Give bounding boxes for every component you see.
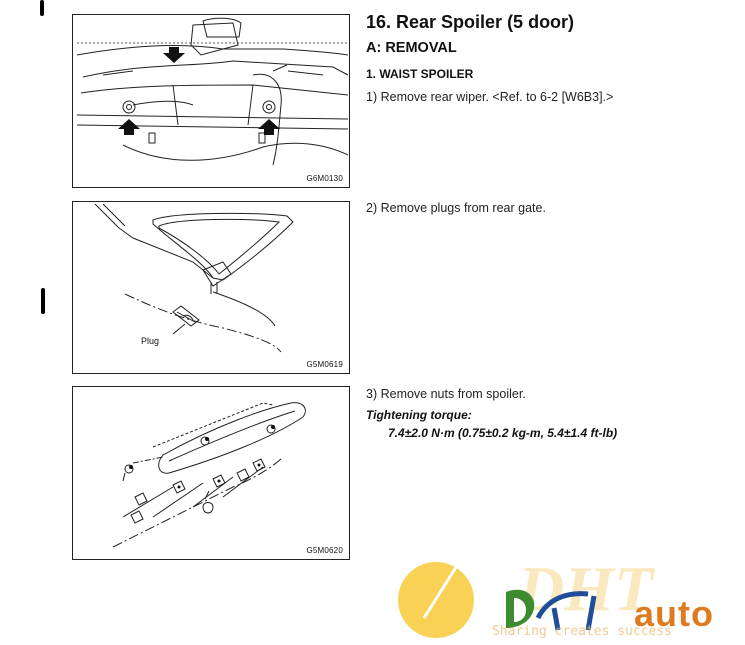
logo-arrow-icon	[422, 563, 460, 619]
binding-mark-top	[40, 0, 44, 16]
torque-value: 7.4±2.0 N·m (0.75±0.2 kg-m, 5.4±1.4 ft-l…	[388, 426, 618, 440]
torque-heading: Tightening torque:	[366, 408, 472, 422]
page-title: 16. Rear Spoiler (5 door)	[366, 12, 575, 32]
figure-code: G5M0620	[306, 546, 343, 555]
rear-gate-plug-illustration	[94, 203, 294, 353]
figure-waist-spoiler-rear-wiper: G6M0130	[72, 14, 350, 188]
figure-code: G5M0619	[306, 360, 343, 369]
spoiler-nuts-exploded-illustration	[112, 402, 306, 548]
binding-mark-middle	[41, 288, 45, 314]
step-1: 1) Remove rear wiper. <Ref. to 6-2 [W6B3…	[366, 90, 614, 104]
rear-gate-illustration	[76, 17, 349, 166]
figure-spoiler-nuts: G5M0620	[72, 386, 350, 560]
plug-callout: Plug	[141, 336, 160, 346]
watermark-slogan: Sharing creates success	[492, 624, 673, 639]
figure-rear-gate-plugs: Plug G5M0619	[72, 201, 350, 374]
subsection-heading: 1. WAIST SPOILER	[366, 67, 474, 81]
step-2: 2) Remove plugs from rear gate.	[366, 201, 546, 215]
section-subtitle: A: REMOVAL	[366, 40, 457, 56]
watermark-brand-auto: auto	[634, 593, 714, 634]
dht-auto-watermark-logo: DHT	[398, 553, 656, 638]
step-3: 3) Remove nuts from spoiler.	[366, 387, 526, 401]
figure-code: G6M0130	[306, 174, 343, 183]
